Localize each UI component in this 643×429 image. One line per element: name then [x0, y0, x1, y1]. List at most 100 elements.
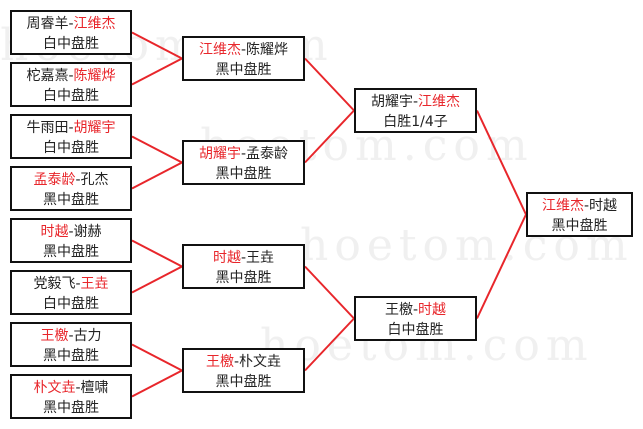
match-result: 黑中盘胜	[215, 166, 272, 182]
separator: -	[412, 94, 419, 110]
player-white: 胡耀宇	[73, 120, 116, 136]
player-black: 王檄	[384, 302, 413, 318]
match-box-round-1: 党毅飞-王垚白中盘胜	[10, 270, 132, 315]
separator: -	[68, 328, 74, 344]
bracket-connector	[131, 57, 183, 86]
match-players: 柁嘉熹-陈耀烨	[12, 66, 130, 86]
match-result: 黑中盘胜	[215, 62, 272, 78]
player-black: 时越	[40, 224, 69, 240]
bracket-connector	[131, 161, 183, 190]
match-players: 时越-谢赫	[12, 222, 130, 242]
match-box-round-4: 江维杰-时越黑中盘胜	[526, 192, 633, 237]
player-white: 江维杰	[418, 94, 461, 110]
match-players: 王檄-古力	[12, 326, 130, 346]
match-result: 黑中盘胜	[215, 270, 272, 286]
bracket-connector	[476, 110, 527, 215]
player-black: 周睿羊	[26, 16, 69, 32]
match-box-round-1: 时越-谢赫黑中盘胜	[10, 218, 132, 263]
player-black: 江维杰	[198, 42, 241, 58]
separator: -	[583, 198, 590, 214]
match-players: 江维杰-时越	[528, 196, 631, 216]
match-players: 孟泰龄-孔杰	[12, 170, 130, 190]
match-box-round-1: 牛雨田-胡耀宇白中盘胜	[10, 114, 132, 159]
player-white: 孔杰	[80, 172, 109, 188]
match-result: 黑中盘胜	[551, 218, 608, 234]
player-white: 古力	[73, 328, 102, 344]
player-white: 谢赫	[73, 224, 102, 240]
match-result: 黑中盘胜	[43, 400, 99, 416]
player-black: 朴文垚	[33, 380, 76, 396]
separator: -	[233, 354, 240, 370]
match-result: 黑中盘胜	[43, 348, 99, 364]
bracket-connector	[304, 265, 355, 320]
match-players: 江维杰-陈耀烨	[184, 40, 303, 60]
player-white: 陈耀烨	[246, 42, 289, 58]
bracket-connector	[131, 369, 183, 398]
match-box-round-2: 江维杰-陈耀烨黑中盘胜	[182, 36, 305, 81]
player-white: 时越	[589, 198, 618, 214]
separator: -	[68, 120, 74, 136]
bracket-connector	[304, 57, 355, 112]
separator: -	[412, 302, 419, 318]
match-box-round-2: 胡耀宇-孟泰龄黑中盘胜	[182, 140, 305, 185]
match-result: 白中盘胜	[43, 88, 99, 104]
separator: -	[68, 16, 74, 32]
player-black: 牛雨田	[26, 120, 69, 136]
bracket-connector	[476, 214, 527, 319]
bracket-connector	[131, 31, 183, 60]
match-box-round-1: 柁嘉熹-陈耀烨白中盘胜	[10, 62, 132, 107]
match-result: 黑中盘胜	[43, 244, 99, 260]
match-result: 黑中盘胜	[215, 374, 272, 390]
separator: -	[240, 250, 247, 266]
bracket-connector	[304, 317, 355, 372]
player-black: 胡耀宇	[370, 94, 413, 110]
separator: -	[68, 68, 74, 84]
player-black: 柁嘉熹	[26, 68, 69, 84]
player-white: 王垚	[80, 276, 109, 292]
player-white: 王垚	[246, 250, 275, 266]
match-box-round-1: 周睿羊-江维杰白中盘胜	[10, 10, 132, 55]
match-players: 胡耀宇-江维杰	[356, 92, 475, 112]
match-players: 王檄-朴文垚	[184, 352, 303, 372]
player-white: 陈耀烨	[73, 68, 116, 84]
bracket-connector	[131, 343, 183, 372]
separator: -	[75, 380, 81, 396]
match-box-round-1: 孟泰龄-孔杰黑中盘胜	[10, 166, 132, 211]
match-players: 朴文垚-檀啸	[12, 378, 130, 398]
player-white: 朴文垚	[239, 354, 282, 370]
bracket-connector	[304, 109, 355, 164]
separator: -	[68, 224, 74, 240]
match-result: 白中盘胜	[43, 140, 99, 156]
player-white: 檀啸	[80, 380, 109, 396]
player-black: 党毅飞	[33, 276, 76, 292]
bracket-connector	[131, 239, 183, 268]
player-black: 胡耀宇	[198, 146, 241, 162]
match-box-round-1: 王檄-古力黑中盘胜	[10, 322, 132, 367]
match-result: 白中盘胜	[43, 296, 99, 312]
bracket-connector	[131, 265, 183, 294]
bracket-connector	[131, 135, 183, 164]
player-white: 江维杰	[73, 16, 116, 32]
player-black: 江维杰	[541, 198, 584, 214]
match-box-round-3: 王檄-时越白中盘胜	[354, 296, 477, 341]
player-black: 王檄	[40, 328, 69, 344]
separator: -	[240, 146, 247, 162]
match-players: 党毅飞-王垚	[12, 274, 130, 294]
separator: -	[240, 42, 247, 58]
match-players: 周睿羊-江维杰	[12, 14, 130, 34]
match-box-round-3: 胡耀宇-江维杰白胜1/4子	[354, 88, 477, 133]
match-box-round-1: 朴文垚-檀啸黑中盘胜	[10, 374, 132, 419]
player-white: 孟泰龄	[246, 146, 289, 162]
match-box-round-2: 时越-王垚黑中盘胜	[182, 244, 305, 289]
match-box-round-2: 王檄-朴文垚黑中盘胜	[182, 348, 305, 393]
match-players: 王檄-时越	[356, 300, 475, 320]
match-result: 黑中盘胜	[43, 192, 99, 208]
match-result: 白中盘胜	[387, 322, 444, 338]
match-players: 牛雨田-胡耀宇	[12, 118, 130, 138]
match-players: 时越-王垚	[184, 248, 303, 268]
player-white: 时越	[418, 302, 447, 318]
match-result: 白胜1/4子	[383, 114, 448, 130]
separator: -	[75, 276, 81, 292]
player-black: 王檄	[205, 354, 234, 370]
